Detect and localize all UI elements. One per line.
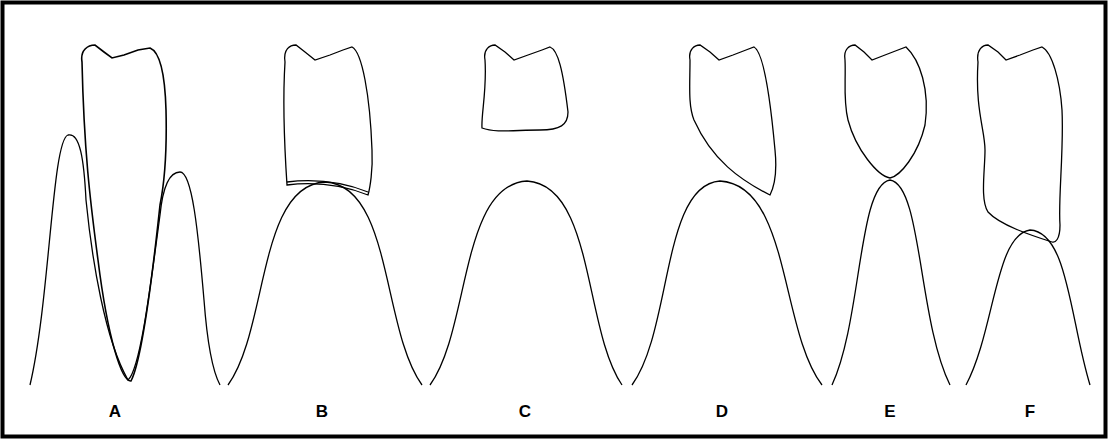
frame-border	[3, 3, 1106, 437]
pontic-crown	[482, 45, 568, 131]
ridge-outline	[966, 230, 1090, 385]
pontic-base	[287, 181, 368, 192]
figure-letter: D	[716, 403, 728, 420]
ridge-outline	[430, 181, 622, 385]
pontic-crown	[690, 45, 776, 195]
figure-letter: A	[109, 403, 121, 420]
pontic-crown	[82, 45, 167, 381]
figure-letter: B	[316, 403, 328, 420]
ridge-outline	[30, 135, 220, 385]
figure-letter: F	[1025, 403, 1035, 420]
pontic-crown	[284, 45, 372, 195]
figure-letter: C	[519, 403, 531, 420]
pontic-crown	[977, 45, 1062, 242]
ridge-outline	[832, 180, 950, 385]
ridge-outline	[632, 181, 822, 385]
pontic-crown	[845, 45, 927, 178]
ridge-outline	[228, 182, 422, 385]
figure-letter: E	[884, 403, 895, 420]
